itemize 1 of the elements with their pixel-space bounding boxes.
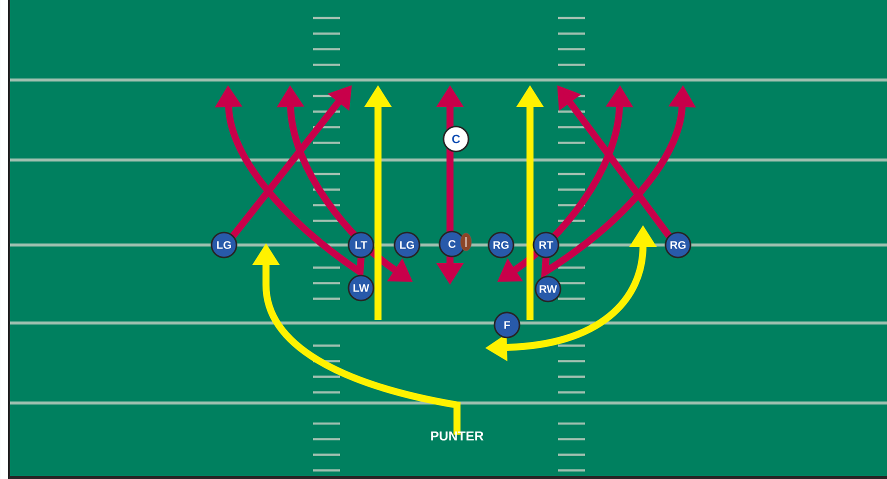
position-label: PUNTER [431,431,484,441]
